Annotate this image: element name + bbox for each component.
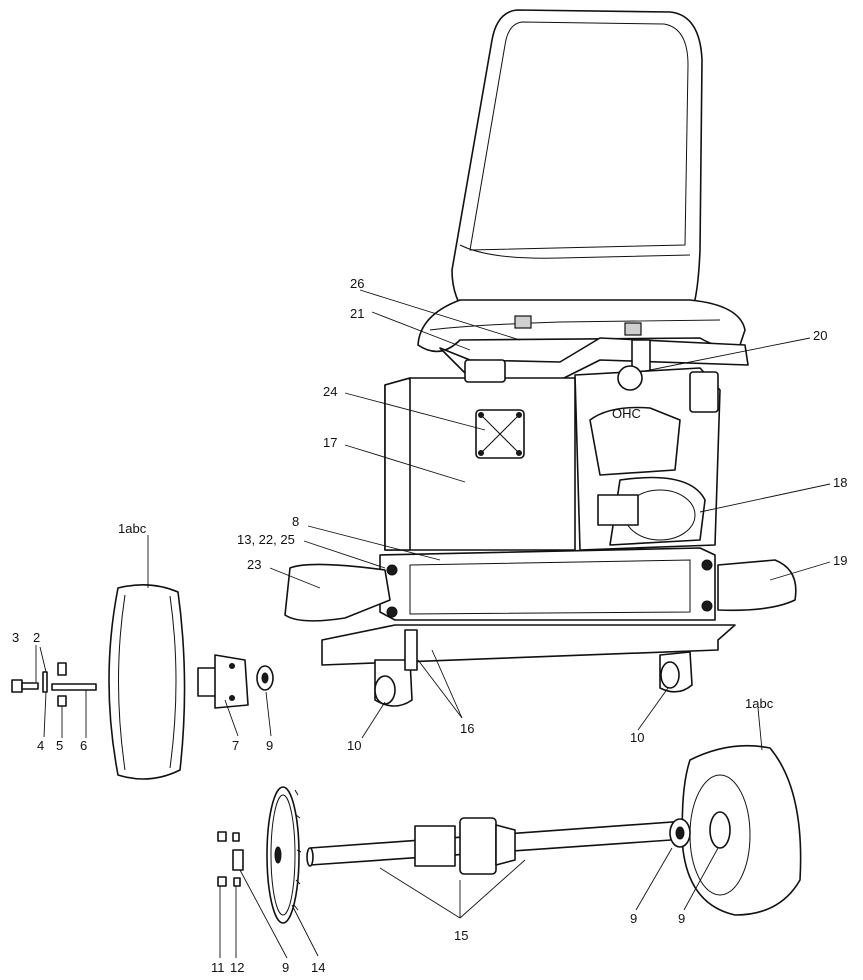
callout-1abc-right: 1abc xyxy=(745,696,774,711)
callout-9-axle-right: 9 xyxy=(678,911,685,926)
callout-6: 6 xyxy=(80,738,87,753)
rear-axle xyxy=(306,817,701,875)
callout-7: 7 xyxy=(232,738,239,753)
fuel-tank xyxy=(384,359,576,551)
left-side-guard xyxy=(284,563,391,622)
callout-2: 2 xyxy=(33,630,40,645)
left-drive-wheel xyxy=(108,584,186,780)
callout-19: 19 xyxy=(833,553,847,568)
engine-brand-label: OHC xyxy=(612,406,641,421)
callout-9-sprocket: 9 xyxy=(282,960,289,975)
callout-labels: 26 21 20 24 17 18 8 13, 22, 25 23 19 1ab… xyxy=(12,276,847,975)
callout-17: 17 xyxy=(323,435,337,450)
base-plate xyxy=(321,547,736,666)
callout-12: 12 xyxy=(230,960,244,975)
callout-13-22-25: 13, 22, 25 xyxy=(237,532,295,547)
bolt xyxy=(11,679,39,693)
right-drive-wheel xyxy=(669,744,802,916)
callout-24: 24 xyxy=(323,384,337,399)
callout-26: 26 xyxy=(350,276,364,291)
sprocket xyxy=(266,786,302,924)
callout-9-hub: 9 xyxy=(266,738,273,753)
left-caster-wheel xyxy=(374,629,418,707)
callout-15: 15 xyxy=(454,928,468,943)
callout-1abc-left: 1abc xyxy=(118,521,147,536)
callout-18: 18 xyxy=(833,475,847,490)
callout-8: 8 xyxy=(292,514,299,529)
hub-nut xyxy=(256,665,274,691)
small-hardware-set xyxy=(217,831,244,887)
callout-5: 5 xyxy=(56,738,63,753)
callout-23: 23 xyxy=(247,557,261,572)
leader-lines xyxy=(35,289,831,959)
callout-10-left: 10 xyxy=(347,738,361,753)
callout-9-axle-left: 9 xyxy=(630,911,637,926)
callout-3: 3 xyxy=(12,630,19,645)
wheel-hub xyxy=(197,654,249,709)
seat xyxy=(417,9,746,353)
callout-14: 14 xyxy=(311,960,325,975)
callout-21: 21 xyxy=(350,306,364,321)
axle-key xyxy=(51,683,97,691)
callout-10-right: 10 xyxy=(630,730,644,745)
tank-vent-grille xyxy=(475,409,525,459)
callout-4: 4 xyxy=(37,738,44,753)
right-caster-wheel xyxy=(659,651,693,693)
callout-11: 11 xyxy=(211,960,225,975)
engine: OHC xyxy=(574,365,721,551)
right-side-guard xyxy=(717,559,797,612)
washer xyxy=(42,671,48,693)
callout-20: 20 xyxy=(813,328,827,343)
callout-16: 16 xyxy=(460,721,474,736)
